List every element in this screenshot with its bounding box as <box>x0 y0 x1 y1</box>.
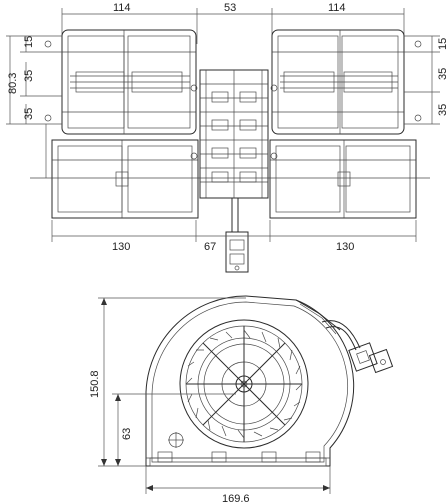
bottom-dimension-line <box>51 220 417 242</box>
width-dimension-line <box>145 466 331 494</box>
side-view: 150.8 63 169.6 <box>89 295 394 504</box>
connector-cable <box>225 198 249 273</box>
top-view: 114 53 114 <box>6 2 448 273</box>
dim-right-15: 15 <box>437 38 448 50</box>
dim-left-35-upper: 35 <box>23 70 35 82</box>
dim-axis-height: 63 <box>121 428 133 440</box>
right-dimension-lines <box>404 35 440 125</box>
outlet-flange <box>295 299 341 335</box>
dim-height: 150.8 <box>89 370 101 398</box>
side-connector <box>321 320 394 374</box>
dim-left-length: 130 <box>112 241 130 253</box>
left-upper-housing <box>61 29 197 135</box>
mount-point <box>168 432 184 448</box>
dim-right-35-lower: 35 <box>437 104 448 116</box>
dim-width: 169.6 <box>222 493 250 504</box>
right-upper-housing <box>271 29 405 135</box>
dim-left-35-lower: 35 <box>23 108 35 120</box>
dim-right-35-upper: 35 <box>437 68 448 80</box>
dim-right-width: 114 <box>328 2 346 14</box>
dim-left-width: 114 <box>113 2 131 14</box>
height-dimension-line <box>98 297 246 467</box>
left-dimension-lines <box>6 35 62 178</box>
dim-center-length: 67 <box>204 241 216 253</box>
scroll-housing <box>145 295 355 467</box>
dim-left-80-3: 80.3 <box>7 73 19 94</box>
top-dimension-line <box>61 8 405 44</box>
impeller <box>179 319 309 449</box>
center-motor <box>199 69 269 199</box>
dim-right-length: 130 <box>336 241 354 253</box>
axis-height-dimension-line <box>112 393 236 466</box>
dim-center-width: 53 <box>224 2 236 14</box>
mount-holes <box>44 40 422 160</box>
right-lower-housing <box>269 139 417 219</box>
left-lower-housing <box>51 139 199 219</box>
base-feet <box>157 451 321 463</box>
dim-left-15: 15 <box>23 36 35 48</box>
